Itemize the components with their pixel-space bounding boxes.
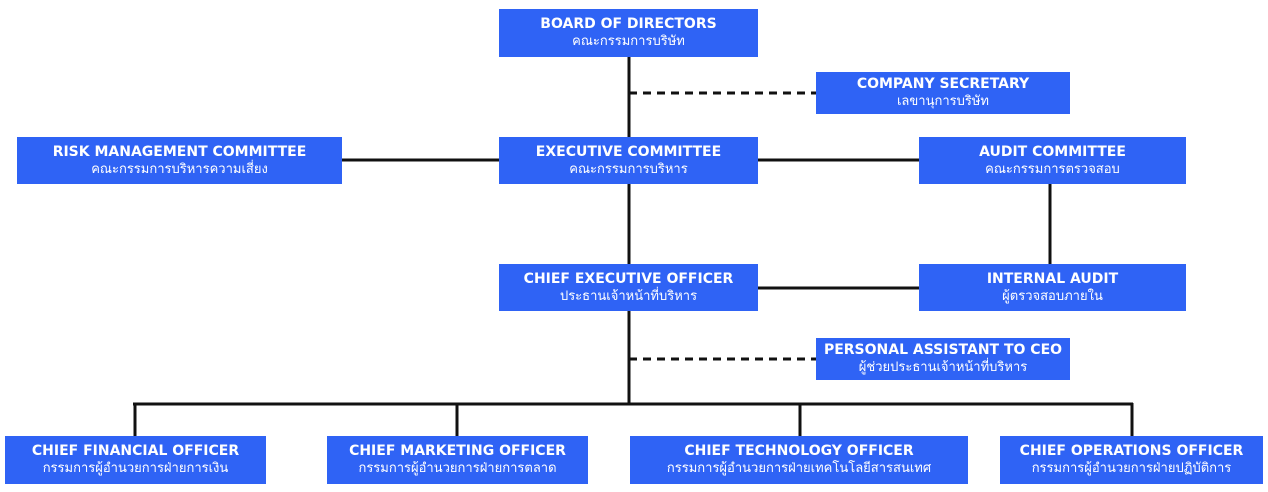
box-chief-operations-officer: CHIEF OPERATIONS OFFICER กรรมการผู้อำนวย… [1000,436,1263,484]
box-subtitle: คณะกรรมการบริหารความเสี่ยง [91,161,268,177]
box-personal-assistant-to-ceo: PERSONAL ASSISTANT TO CEO ผู้ช่วยประธานเ… [816,338,1070,380]
box-title: PERSONAL ASSISTANT TO CEO [823,342,1063,358]
box-title: INTERNAL AUDIT [986,270,1119,287]
box-executive-committee: EXECUTIVE COMMITTEE คณะกรรมการบริหาร [499,137,758,184]
box-subtitle: คณะกรรมการบริษัท [572,34,685,49]
box-subtitle: กรรมการผู้อำนวยการฝ่ายปฏิบัติการ [1031,461,1232,476]
box-chief-marketing-officer: CHIEF MARKETING OFFICER กรรมการผู้อำนวยก… [327,436,588,484]
box-title: AUDIT COMMITTEE [979,143,1126,160]
box-title: RISK MANAGEMENT COMMITTEE [52,143,307,160]
box-board-of-directors: BOARD OF DIRECTORS คณะกรรมการบริษัท [499,9,758,57]
box-chief-technology-officer: CHIEF TECHNOLOGY OFFICER กรรมการผู้อำนวย… [630,436,968,484]
box-title: BOARD OF DIRECTORS [540,16,717,32]
box-title: CHIEF OPERATIONS OFFICER [1019,443,1244,459]
box-chief-financial-officer: CHIEF FINANCIAL OFFICER กรรมการผู้อำนวยก… [5,436,266,484]
box-title: CHIEF TECHNOLOGY OFFICER [684,443,914,459]
box-internal-audit: INTERNAL AUDIT ผู้ตรวจสอบภายใน [919,264,1186,311]
box-risk-management-committee: RISK MANAGEMENT COMMITTEE คณะกรรมการบริห… [17,137,342,184]
box-title: EXECUTIVE COMMITTEE [535,143,722,160]
box-title: CHIEF MARKETING OFFICER [349,443,566,459]
box-subtitle: เลขานุการบริษัท [896,94,989,109]
box-subtitle: คณะกรรมการบริหาร [569,161,688,177]
box-title: CHIEF FINANCIAL OFFICER [31,443,240,459]
box-chief-executive-officer: CHIEF EXECUTIVE OFFICER ประธานเจ้าหน้าที… [499,264,758,311]
box-title: CHIEF EXECUTIVE OFFICER [523,270,734,287]
box-subtitle: กรรมการผู้อำนวยการฝ่ายเทคโนโลยีสารสนเทศ [666,461,932,476]
box-audit-committee: AUDIT COMMITTEE คณะกรรมการตรวจสอบ [919,137,1186,184]
box-subtitle: กรรมการผู้อำนวยการฝ่ายการตลาด [358,461,557,476]
box-company-secretary: COMPANY SECRETARY เลขานุการบริษัท [816,72,1070,114]
box-subtitle: กรรมการผู้อำนวยการฝ่ายการเงิน [42,461,229,476]
box-subtitle: คณะกรรมการตรวจสอบ [985,161,1120,177]
box-subtitle: ผู้ตรวจสอบภายใน [1002,288,1103,304]
box-subtitle: ผู้ช่วยประธานเจ้าหน้าที่บริหาร [858,360,1028,375]
box-subtitle: ประธานเจ้าหน้าที่บริหาร [559,288,698,304]
box-title: COMPANY SECRETARY [856,76,1030,92]
